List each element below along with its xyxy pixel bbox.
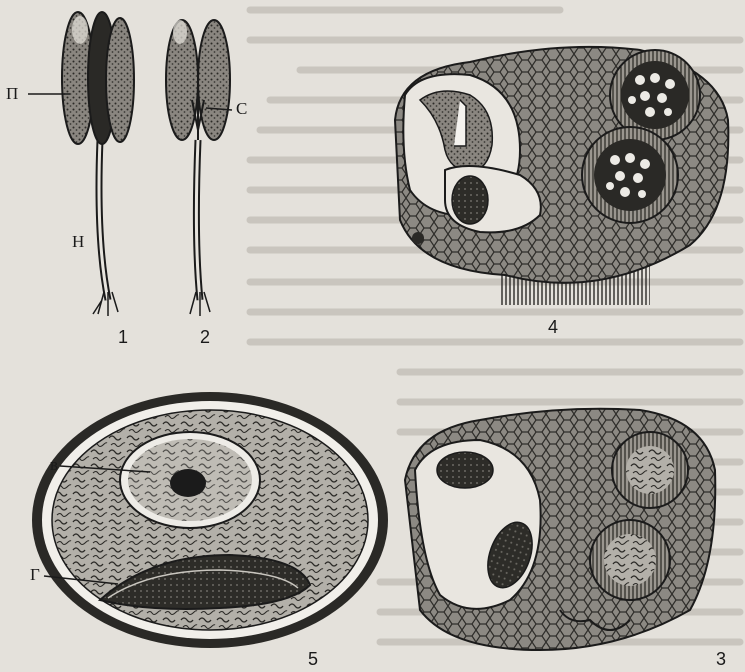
figure-number-5: 5 xyxy=(308,650,318,668)
stamen-2 xyxy=(166,20,230,316)
label-filament: Н xyxy=(72,233,84,250)
figure-number-2: 2 xyxy=(200,328,210,346)
pollen-grain-5 xyxy=(32,392,388,648)
figure-number-3: 3 xyxy=(716,650,726,668)
figure-number-4: 4 xyxy=(548,318,558,336)
anther-section-3 xyxy=(405,409,715,650)
label-nucleus-g: Г xyxy=(30,566,40,583)
anther-section-4 xyxy=(395,47,728,305)
label-anther-part: П xyxy=(6,85,18,102)
stamen-1 xyxy=(62,12,134,316)
figure-number-1: 1 xyxy=(118,328,128,346)
label-nucleus-v: в xyxy=(50,456,58,473)
label-connective: С xyxy=(236,100,247,117)
